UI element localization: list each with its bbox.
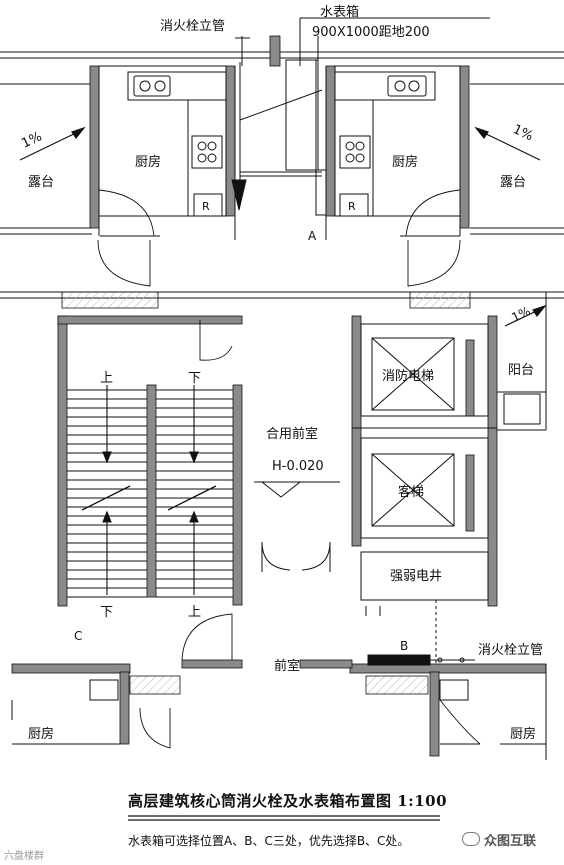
drawing-title: 高层建筑核心筒消火栓及水表箱布置图 1:100 bbox=[128, 792, 448, 810]
watermark-right: 众图互联 bbox=[462, 830, 536, 849]
label-anteroom: 前室 bbox=[274, 658, 300, 674]
label-terrace-right: 露台 bbox=[500, 175, 526, 190]
hydrant-riser-b bbox=[367, 600, 475, 666]
wall-elev-mid2 bbox=[465, 454, 475, 532]
label-slope-left: 1% bbox=[19, 129, 44, 151]
wall-stair-divider bbox=[146, 384, 157, 598]
top-frame-lines bbox=[0, 51, 564, 299]
label-point-a: A bbox=[308, 229, 317, 243]
hydrant-riser-top bbox=[231, 62, 323, 211]
wall-right-kitchen-inner bbox=[325, 65, 336, 217]
label-up-left: 上 bbox=[100, 371, 113, 386]
label-up-right: 上 bbox=[188, 605, 201, 620]
label-passenger-elevator: 客梯 bbox=[398, 484, 424, 500]
label-kitchen-lower-left: 厨房 bbox=[28, 726, 54, 742]
label-point-b: B bbox=[400, 639, 408, 653]
wall-lower-mid-left bbox=[181, 659, 243, 669]
wall-stair-right bbox=[232, 384, 243, 606]
left-kitchen bbox=[98, 65, 227, 237]
vent-windows bbox=[61, 291, 471, 695]
label-elevation: H-0.020 bbox=[272, 459, 324, 474]
stair-arrows bbox=[81, 385, 217, 595]
label-kitchen-left: 厨房 bbox=[135, 154, 161, 170]
wall-left-kitchen-inner bbox=[225, 65, 236, 217]
walls bbox=[11, 35, 547, 757]
watermark-left: 六盘楼群 bbox=[4, 851, 44, 862]
wall-lower-left-top bbox=[11, 663, 131, 674]
label-slope-balcony: 1% bbox=[509, 304, 532, 325]
elevator-shafts bbox=[352, 292, 547, 601]
label-balcony: 阳台 bbox=[508, 363, 534, 378]
label-shared-anteroom: 合用前室 bbox=[266, 426, 318, 442]
label-weak-shaft: 强弱电井 bbox=[390, 569, 442, 584]
label-meter-box-spec: 900X1000距地200 bbox=[312, 25, 430, 40]
label-down-left: 下 bbox=[100, 605, 113, 620]
wall-elev-left bbox=[351, 315, 362, 547]
wall-lower-mid-right bbox=[299, 659, 353, 669]
label-fridge-left: R bbox=[202, 200, 210, 213]
wall-top-left-stub bbox=[269, 35, 281, 67]
stove bbox=[191, 135, 223, 169]
text-labels: 消火栓立管 水表箱 900X1000距地200 厨房 厨房 露台 露台 1% 1… bbox=[19, 4, 543, 742]
counter-top bbox=[127, 71, 227, 101]
label-terrace-left: 露台 bbox=[28, 175, 54, 190]
label-meter-box: 水表箱 bbox=[320, 4, 359, 20]
label-hydrant-riser-right: 消火栓立管 bbox=[478, 643, 543, 658]
wall-stair-top bbox=[57, 315, 243, 325]
wall-lower-left-v bbox=[119, 671, 130, 745]
label-point-c: C bbox=[74, 629, 82, 643]
right-kitchen bbox=[334, 65, 461, 237]
wall-right-kitchen-outer bbox=[459, 65, 470, 229]
wall-stair-left bbox=[57, 315, 68, 607]
lower-rooms bbox=[11, 664, 547, 760]
label-fridge-right: R bbox=[348, 200, 356, 213]
caption-underlines bbox=[128, 815, 440, 821]
wall-elev-right bbox=[487, 315, 498, 607]
label-kitchen-right: 厨房 bbox=[392, 154, 418, 170]
label-kitchen-lower-right: 厨房 bbox=[510, 726, 536, 742]
sink bbox=[133, 75, 171, 97]
wall-elev-mid bbox=[465, 339, 475, 417]
wall-lower-right-v bbox=[429, 671, 440, 757]
label-hydrant-riser-top: 消火栓立管 bbox=[160, 19, 225, 34]
fridge bbox=[193, 193, 223, 217]
wall-left-kitchen-outer bbox=[89, 65, 100, 229]
label-slope-right: 1% bbox=[510, 122, 535, 144]
anteroom bbox=[181, 320, 381, 661]
watermark-right-text: 众图互联 bbox=[484, 834, 537, 849]
chat-bubble-icon bbox=[462, 832, 480, 846]
label-down-right: 下 bbox=[188, 371, 201, 386]
central-corridor bbox=[97, 17, 490, 287]
slope-arrows bbox=[19, 126, 547, 327]
label-fire-elevator: 消防电梯 bbox=[382, 368, 434, 384]
drawing-note: 水表箱可选择位置A、B、C三处，优先选择B、C处。 bbox=[128, 834, 410, 848]
